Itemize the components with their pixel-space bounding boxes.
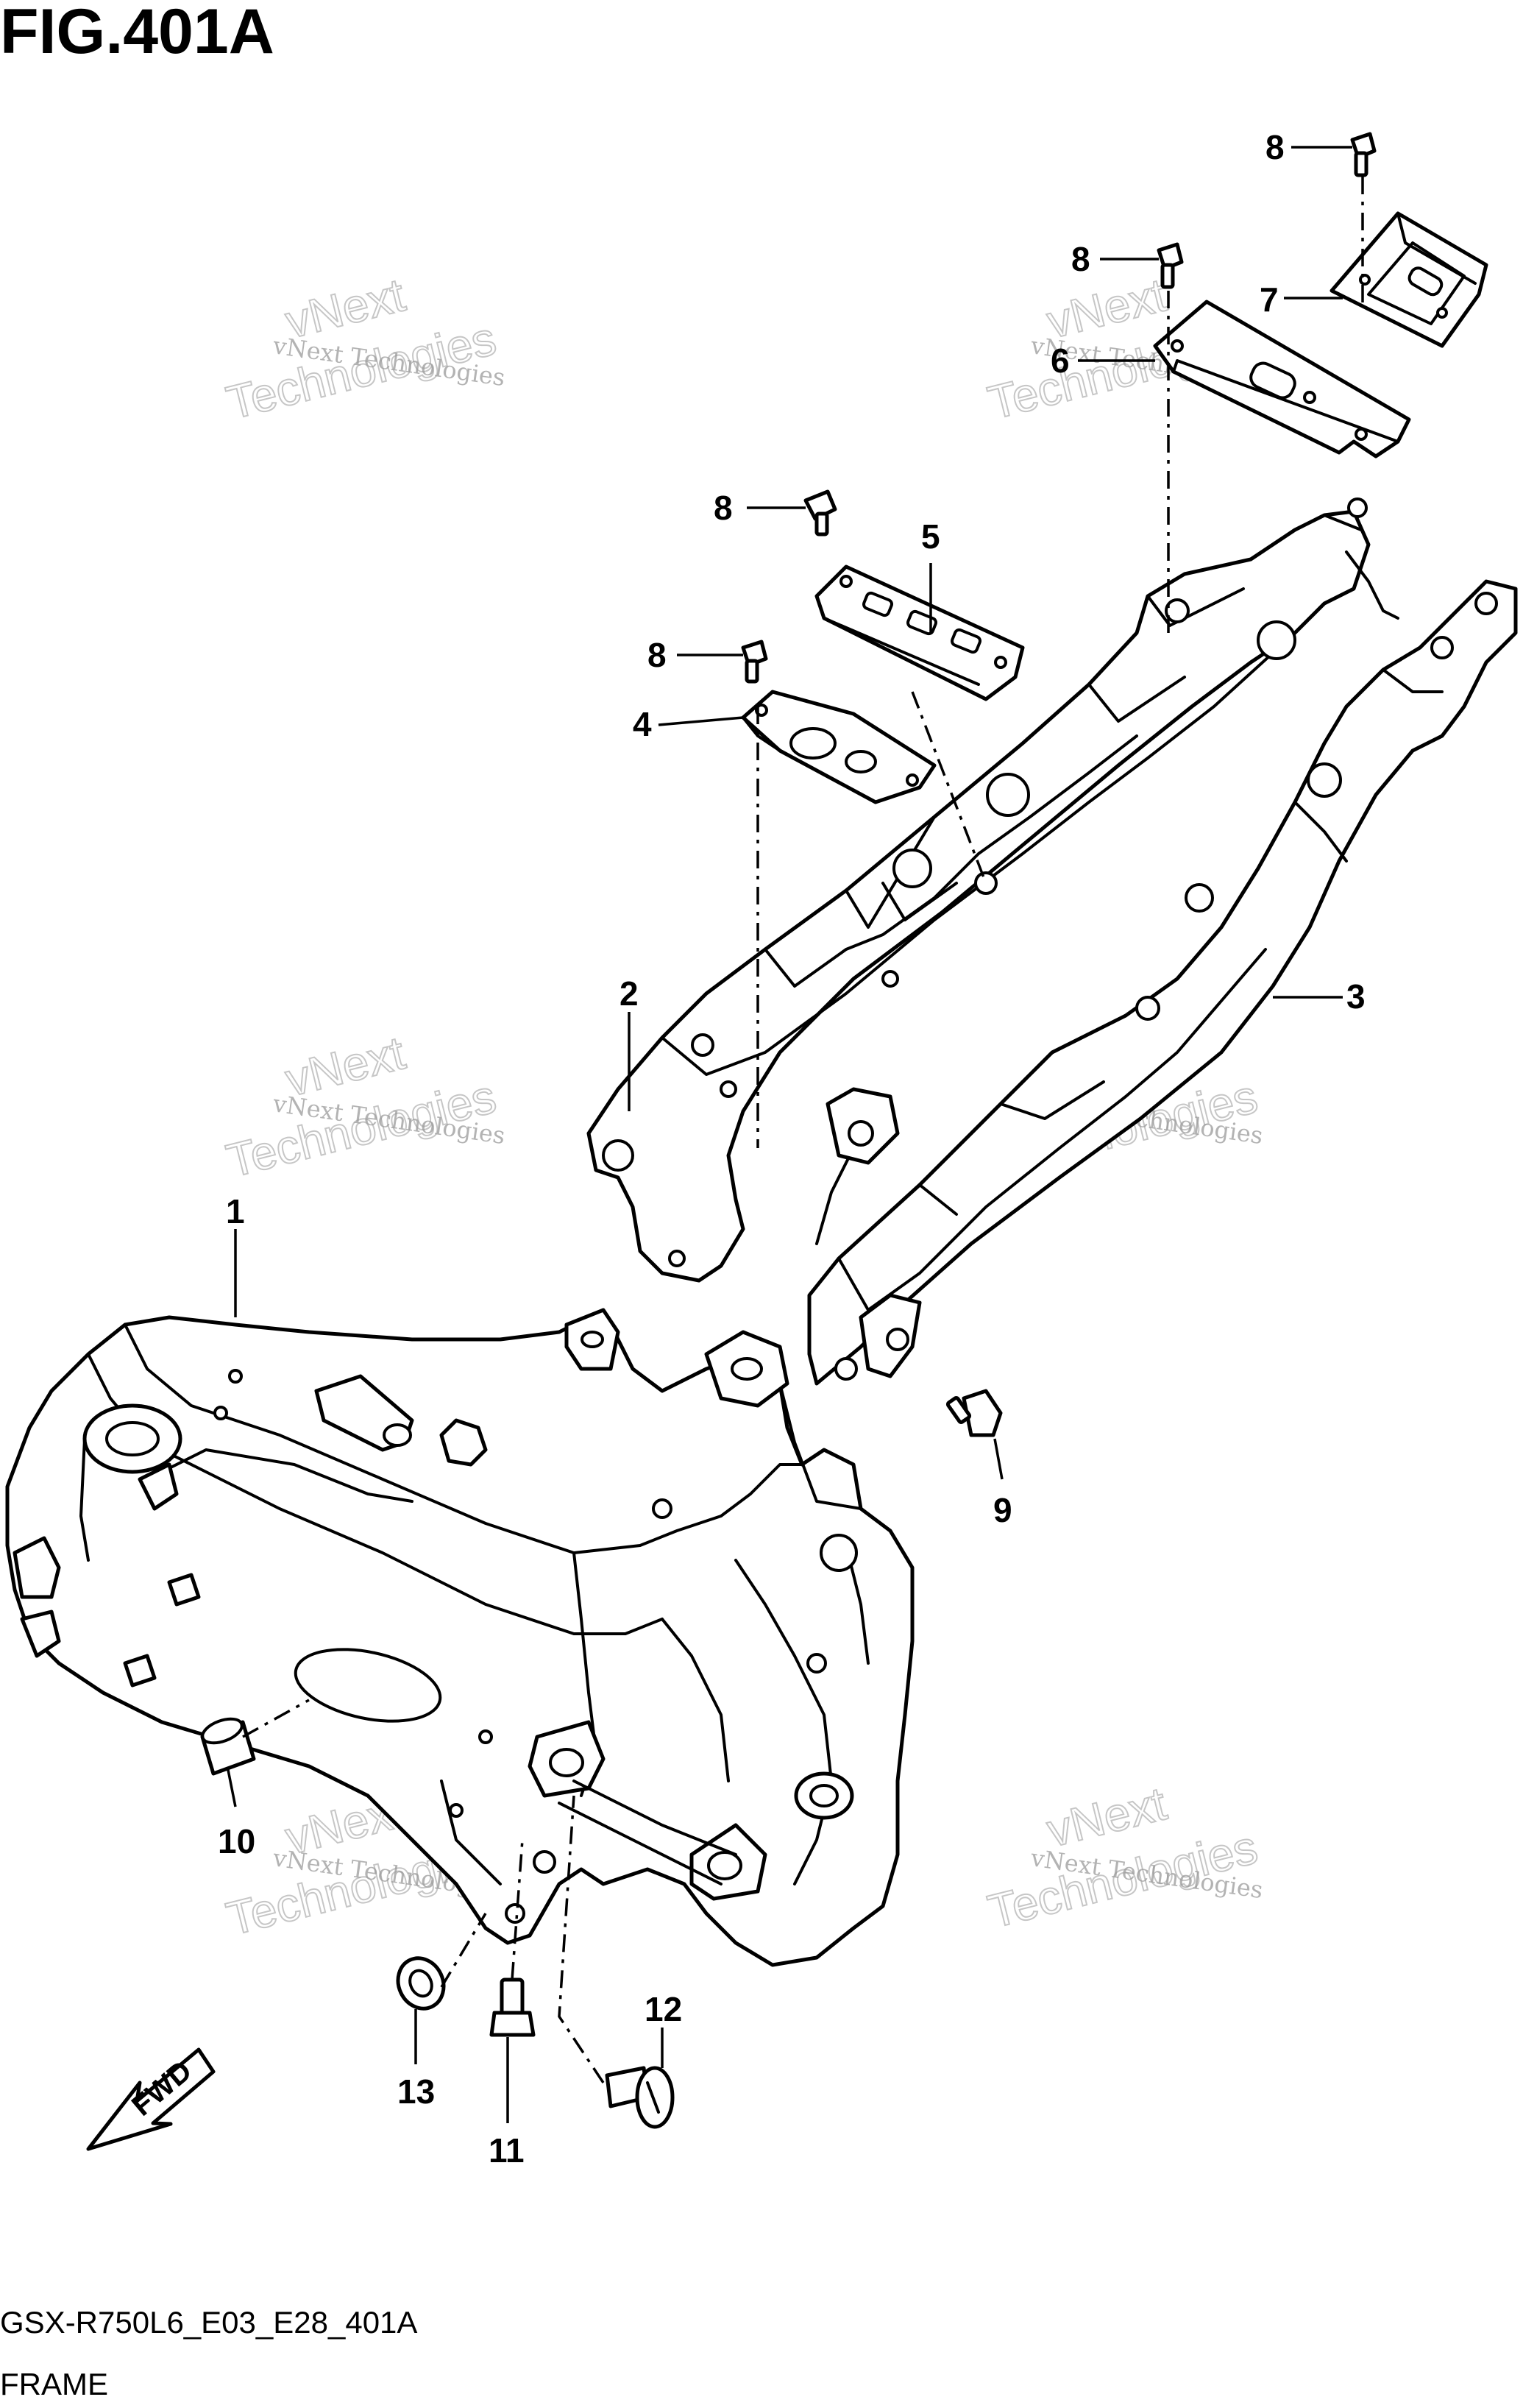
model-code: GSX-R750L6_E03_E28_401A [0,2305,417,2340]
part-13-washer [396,1956,446,2011]
assembly-line-13 [440,1913,487,1988]
part-3-right-rail [807,579,1518,1386]
part-8-bolt-b [1157,242,1184,289]
figure-title: FIG.401A [0,0,274,67]
watermark-bottom-right: Technologies vNext vNext Technologies [982,1776,1265,1938]
callout-3: 3 [1346,977,1366,1016]
leader-9 [993,1438,1004,1480]
part-1-main-frame [5,1308,915,1967]
callout-13: 13 [397,2072,435,2111]
watermark-mid-left: Technologies vNext vNext Technologies [221,1025,507,1188]
part-6-plate [1153,300,1411,458]
part-10-collar [200,1717,256,1776]
section-name: FRAME [0,2367,108,2401]
part-11-bolt [489,1977,536,2037]
part-12-bolt [605,2066,675,2129]
part-7-bracket [1329,211,1488,348]
fwd-direction-arrow: FWD [86,2047,216,2151]
part-8-bolt-a [1350,132,1377,177]
callout-7: 7 [1260,280,1279,319]
part-8-bolt-d [741,640,768,684]
callout-9: 9 [993,1491,1012,1529]
assembly-line-8c [911,691,987,884]
callout-8-c: 8 [714,489,733,527]
callout-4: 4 [633,705,652,743]
assembly-line-11 [511,1839,524,1980]
callout-1: 1 [226,1192,245,1230]
part-9-bolt [945,1389,1003,1437]
callout-2: 2 [620,974,639,1013]
callout-10: 10 [218,1822,255,1860]
watermark-top-left: Technologies vNext vNext Technologies [221,267,507,430]
callout-5: 5 [921,517,940,556]
part-2-seat-rail [586,497,1399,1283]
part-5-plate [814,564,1025,701]
callout-8-b: 8 [1071,240,1090,278]
part-8-bolt-c [803,489,837,537]
leader-4 [658,716,744,726]
callout-8-a: 8 [1265,128,1285,166]
part-4-bracket [741,690,937,804]
callout-11: 11 [489,2131,525,2170]
assembly-line-12 [558,1795,605,2083]
callout-12: 12 [645,1990,682,2028]
assembly-line-10 [242,1699,310,1738]
callout-8-d: 8 [647,636,667,674]
leader-10 [227,1769,237,1807]
callout-6: 6 [1051,341,1070,380]
